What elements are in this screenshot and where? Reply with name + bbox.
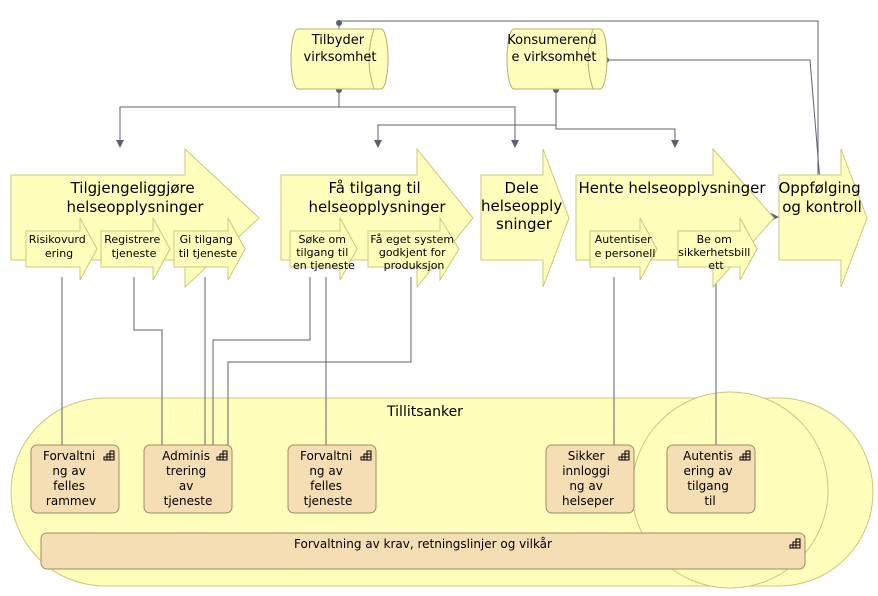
subprocess-registrere-label: Registrere tjeneste xyxy=(104,233,164,260)
service-administrering: Adminis trering av tjeneste xyxy=(143,444,233,514)
service-administrering-label: Adminis trering av tjeneste xyxy=(162,449,214,508)
connector-konsumerende-oppfolging xyxy=(606,59,827,219)
subprocess-be-om-label: Be om sikkerhetsbill ett xyxy=(678,233,754,272)
subprocess-registrere: Registrere tjeneste xyxy=(100,217,171,281)
service-forvaltning-rammeverk: Forvaltni ng av felles rammev xyxy=(30,444,120,514)
process-oppfolging-label: Oppfølging og kontroll xyxy=(779,179,866,216)
service-icon xyxy=(618,450,630,461)
connector-tilbyder-oppfolging xyxy=(338,20,822,219)
process-dele-label: Dele helseopply sninger xyxy=(481,179,567,233)
subprocess-be-om: Be om sikkerhetsbill ett xyxy=(677,217,758,281)
actor-tilbyder-label: Tilbyder virksomhet xyxy=(304,33,377,65)
tillitsanker-label: Tillitsanker xyxy=(386,404,463,420)
actor-konsumerende-label: Konsumerend e virksomhet xyxy=(507,33,600,65)
service-autentisering: Autentis ering av tilgang til xyxy=(666,444,756,514)
subprocess-fa-eget-label: Få eget system godkjent for produksjon xyxy=(370,233,457,272)
connector-konsumerende-hente xyxy=(555,125,679,148)
subprocess-fa-eget: Få eget system godkjent for produksjon xyxy=(367,216,460,282)
connector-tilbyder-dele xyxy=(339,106,519,148)
subprocess-autentisere-label: Autentiser e personell xyxy=(595,233,656,260)
connector-tilbyder-down xyxy=(116,89,340,148)
process-fa-tilgang-label: Få tilgang til helseopplysninger xyxy=(308,179,446,216)
subprocess-gi-tilgang: Gi tilgang til tjeneste xyxy=(173,217,246,281)
service-forvaltning-tjeneste: Forvaltni ng av felles tjeneste xyxy=(287,444,377,514)
service-icon xyxy=(103,450,115,461)
actor-tilbyder: Tilbyder virksomhet xyxy=(290,28,389,90)
service-forvaltning-tjeneste-label: Forvaltni ng av felles tjeneste xyxy=(300,449,356,508)
service-icon xyxy=(739,450,751,461)
subprocess-risikovurdering: Risikovurd ering xyxy=(25,217,98,281)
process-hente-label: Hente helseopplysninger xyxy=(578,179,766,197)
service-autentisering-label: Autentis ering av tilgang til xyxy=(683,449,737,508)
service-icon xyxy=(216,450,228,461)
process-tilgjengeliggjore-label: Tilgjengeliggjøre helseopplysninger xyxy=(66,179,204,216)
subprocess-gi-tilgang-label: Gi tilgang til tjeneste xyxy=(179,233,238,260)
subprocess-soke-label: Søke om tilgang til en tjeneste xyxy=(293,233,355,272)
service-sikker-innlogging-label: Sikker innloggi ng av helseper xyxy=(562,449,614,508)
service-forvaltning-krav-label: Forvaltning av krav, retningslinjer og v… xyxy=(294,537,552,551)
service-icon xyxy=(789,538,801,549)
connector-konsumerende-fa-tilgang xyxy=(374,89,557,148)
subprocess-soke: Søke om tilgang til en tjeneste xyxy=(289,217,358,281)
line-soke-administrering xyxy=(212,277,311,445)
actor-konsumerende: Konsumerend e virksomhet xyxy=(506,28,608,90)
service-sikker-innlogging: Sikker innloggi ng av helseper xyxy=(545,444,635,514)
process-oppfolging: Oppfølging og kontroll xyxy=(778,148,868,288)
subprocess-risikovurdering-label: Risikovurd ering xyxy=(29,233,90,260)
line-registrere-administrering xyxy=(133,277,163,445)
line-fa-eget-administrering xyxy=(227,277,412,445)
service-forvaltning-krav: Forvaltning av krav, retningslinjer og v… xyxy=(40,532,806,570)
service-icon xyxy=(360,450,372,461)
process-dele: Dele helseopply sninger xyxy=(480,148,570,288)
service-forvaltning-rammeverk-label: Forvaltni ng av felles rammev xyxy=(43,449,99,508)
subprocess-autentisere: Autentiser e personell xyxy=(589,217,658,281)
